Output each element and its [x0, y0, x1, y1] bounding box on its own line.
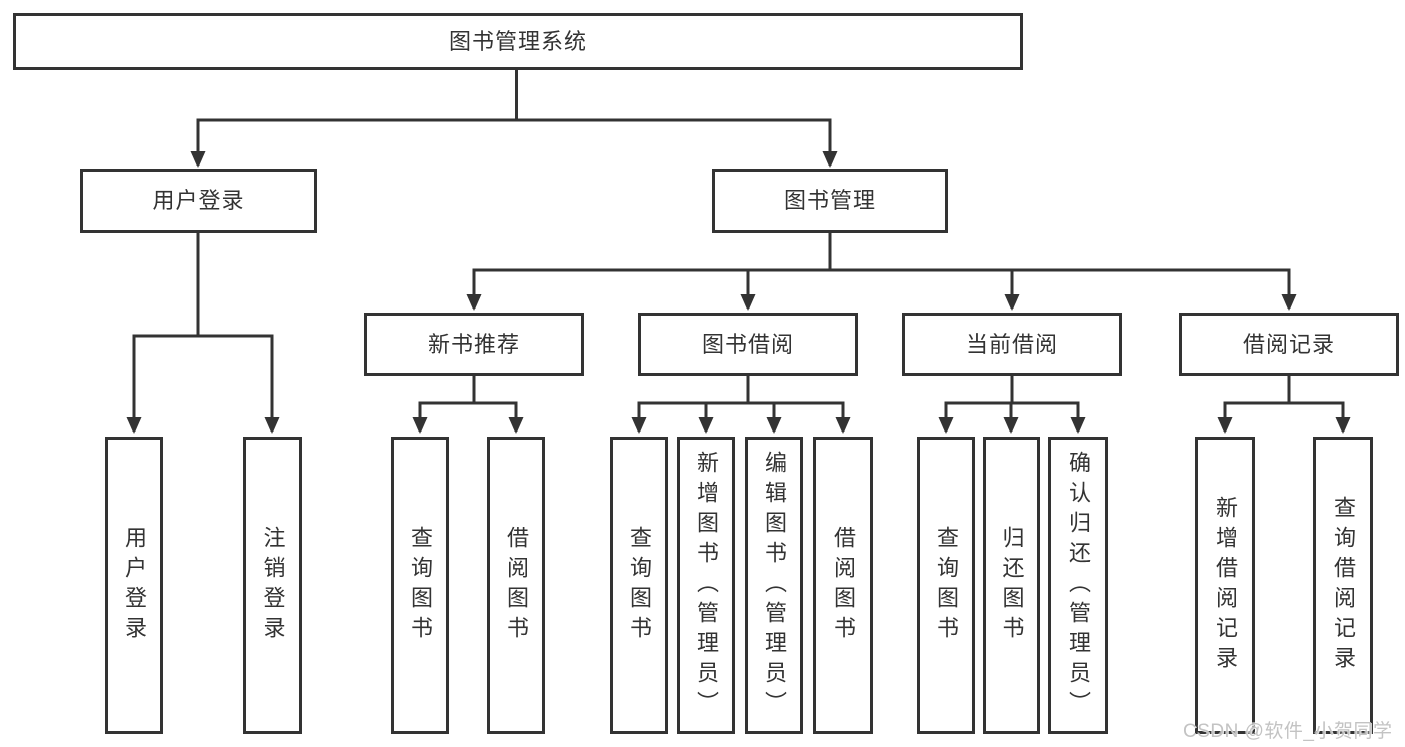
- node-root-label: 图书管理系统: [448, 28, 587, 54]
- leaf-add-books-admin: 新增图书（管理员）: [677, 437, 735, 734]
- csdn-watermark: CSDN @软件_小贺同学: [1183, 721, 1393, 742]
- node-book-management: 图书管理: [712, 169, 948, 233]
- leaf-query-borrow-record-label: 查询借阅记录: [1331, 495, 1356, 676]
- leaf-confirm-return-admin-label: 确认归还（管理员）: [1066, 450, 1091, 721]
- node-new-book-recommend-label: 新书推荐: [427, 331, 520, 357]
- node-book-borrow-label: 图书借阅: [701, 331, 794, 357]
- leaf-user-login-label: 用户登录: [122, 525, 147, 646]
- node-root: 图书管理系统: [13, 13, 1023, 70]
- leaf-query-books-2: 查询图书: [610, 437, 668, 734]
- node-borrow-records: 借阅记录: [1179, 313, 1399, 376]
- node-new-book-recommend: 新书推荐: [364, 313, 584, 376]
- leaf-return-books-label: 归还图书: [999, 525, 1025, 646]
- leaf-logout-label: 注销登录: [260, 525, 286, 646]
- leaf-borrow-books-2: 借阅图书: [813, 437, 873, 734]
- leaf-return-books: 归还图书: [983, 437, 1040, 734]
- leaf-query-books-3-label: 查询图书: [934, 525, 959, 646]
- leaf-add-borrow-record: 新增借阅记录: [1195, 437, 1255, 734]
- node-book-management-label: 图书管理: [783, 188, 876, 213]
- leaf-edit-books-admin-label: 编辑图书（管理员）: [762, 450, 787, 721]
- leaf-query-books-1-label: 查询图书: [408, 525, 433, 646]
- node-current-borrow-label: 当前借阅: [965, 331, 1058, 357]
- node-borrow-records-label: 借阅记录: [1242, 331, 1335, 357]
- leaf-edit-books-admin: 编辑图书（管理员）: [745, 437, 803, 734]
- leaf-confirm-return-admin: 确认归还（管理员）: [1048, 437, 1108, 734]
- leaf-user-login: 用户登录: [105, 437, 163, 734]
- leaf-query-borrow-record: 查询借阅记录: [1313, 437, 1373, 734]
- leaf-logout: 注销登录: [243, 437, 302, 734]
- leaf-query-books-1: 查询图书: [391, 437, 449, 734]
- leaf-borrow-books-1-label: 借阅图书: [504, 525, 529, 646]
- leaf-borrow-books-1: 借阅图书: [487, 437, 545, 734]
- leaf-borrow-books-2-label: 借阅图书: [831, 525, 856, 646]
- leaf-add-borrow-record-label: 新增借阅记录: [1213, 495, 1238, 676]
- leaf-query-books-3: 查询图书: [917, 437, 975, 734]
- leaf-add-books-admin-label: 新增图书（管理员）: [694, 450, 719, 721]
- node-user-login: 用户登录: [80, 169, 317, 233]
- leaf-query-books-2-label: 查询图书: [627, 525, 652, 646]
- node-current-borrow: 当前借阅: [902, 313, 1122, 376]
- node-user-login-label: 用户登录: [152, 188, 245, 213]
- node-book-borrow: 图书借阅: [638, 313, 858, 376]
